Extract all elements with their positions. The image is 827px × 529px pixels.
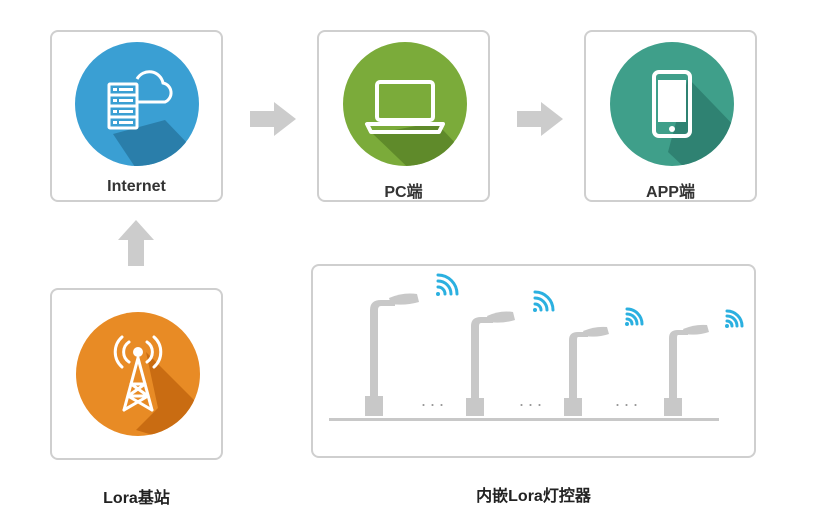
ellipsis-text: ... <box>615 390 642 410</box>
wifi-signal-icon <box>625 307 644 326</box>
base-station-caption: Lora基站 <box>103 490 170 507</box>
base-station-card <box>50 288 223 460</box>
internet-node-card: Internet <box>50 30 223 202</box>
arrow-up-icon <box>118 220 154 266</box>
smartphone-icon <box>610 42 734 166</box>
app-label: APP端 <box>646 184 695 201</box>
ellipsis-text: ... <box>519 390 546 410</box>
street-lamp <box>466 311 515 416</box>
pc-label: PC端 <box>384 184 423 201</box>
lamp-controller-caption: 内嵌Lora灯控器 <box>476 488 591 505</box>
arrow-right-icon <box>250 102 296 136</box>
pc-node-card: PC端 <box>317 30 490 202</box>
arrow-right-icon <box>517 102 563 136</box>
street-lamp <box>564 326 609 416</box>
ellipsis-text: ... <box>421 390 448 410</box>
wifi-signal-icon <box>533 290 555 312</box>
server-cloud-icon <box>75 42 199 166</box>
street-lamp <box>365 293 419 416</box>
lamp-controller-panel: ... ... ... <box>311 264 756 458</box>
street-lamp <box>664 324 709 416</box>
wifi-signal-icon <box>725 309 744 328</box>
app-node-card: APP端 <box>584 30 757 202</box>
street-lamps-illustration: ... ... ... <box>329 273 744 421</box>
internet-label: Internet <box>107 178 166 195</box>
laptop-icon <box>343 42 467 166</box>
wifi-signal-icon <box>436 273 459 296</box>
ground-line <box>329 418 719 421</box>
radio-tower-icon <box>76 312 200 436</box>
